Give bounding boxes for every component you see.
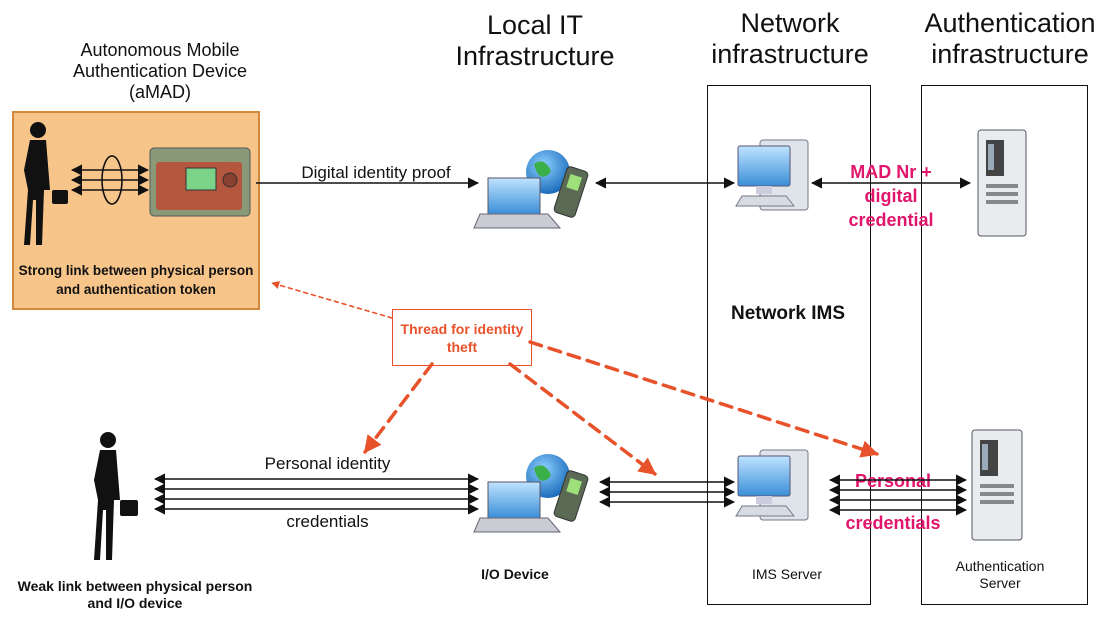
authentication-infrastructure-box (921, 85, 1088, 605)
local-it-header: Local IT Infrastructure (455, 10, 615, 71)
personal-credentials-arrows (153, 473, 480, 515)
auth-server-icon-top (977, 129, 1027, 237)
network-header: Network infrastructure (711, 8, 869, 69)
threat-arrow-to-network (508, 362, 657, 476)
local-to-network-arrows-bottom (598, 476, 736, 508)
amad-header: Autonomous Mobile Authentication Device … (72, 40, 248, 102)
weak-link-caption: Weak link between physical person and I/… (17, 578, 253, 611)
threat-label: Thread for identity theft (400, 320, 524, 355)
person-icon-top (24, 122, 68, 245)
personal-identity-label: Personal identity (264, 454, 391, 473)
threat-arrow-to-amad (271, 281, 393, 319)
network-infrastructure-box (707, 85, 871, 605)
threat-arrow-to-personal (363, 362, 434, 454)
authentication-server-caption: Authentication Server (955, 558, 1045, 591)
digital-identity-proof-label: Digital identity proof (301, 163, 451, 182)
io-device-caption: I/O Device (481, 566, 549, 582)
identity-theft-threat-box: Thread for identity theft (392, 309, 532, 366)
ims-monitor-icon-top (735, 139, 809, 211)
laptop-icon-top (473, 150, 589, 229)
auth-server-icon-bottom (971, 429, 1023, 541)
network-to-auth-arrows-bottom (828, 474, 968, 516)
strong-link-caption: Strong link between physical person and … (18, 263, 254, 297)
person-icon-bottom (94, 432, 138, 560)
network-ims-label: Network IMS (730, 303, 846, 324)
ims-server-caption: IMS Server (751, 566, 822, 582)
credentials-label: credentials (286, 512, 369, 531)
amad-box: Strong link between physical person and … (12, 111, 260, 310)
ims-server-icon (735, 449, 809, 521)
auth-header: Authentication infrastructure (924, 8, 1096, 69)
threat-arrow-to-auth (528, 340, 879, 458)
threat-arrows (271, 281, 879, 476)
amad-device-icon (149, 147, 251, 217)
mad-nr-credential-label: MAD Nr + digital credential (848, 162, 934, 230)
amad-link-arrows (70, 155, 150, 205)
io-device-icon (473, 454, 589, 533)
